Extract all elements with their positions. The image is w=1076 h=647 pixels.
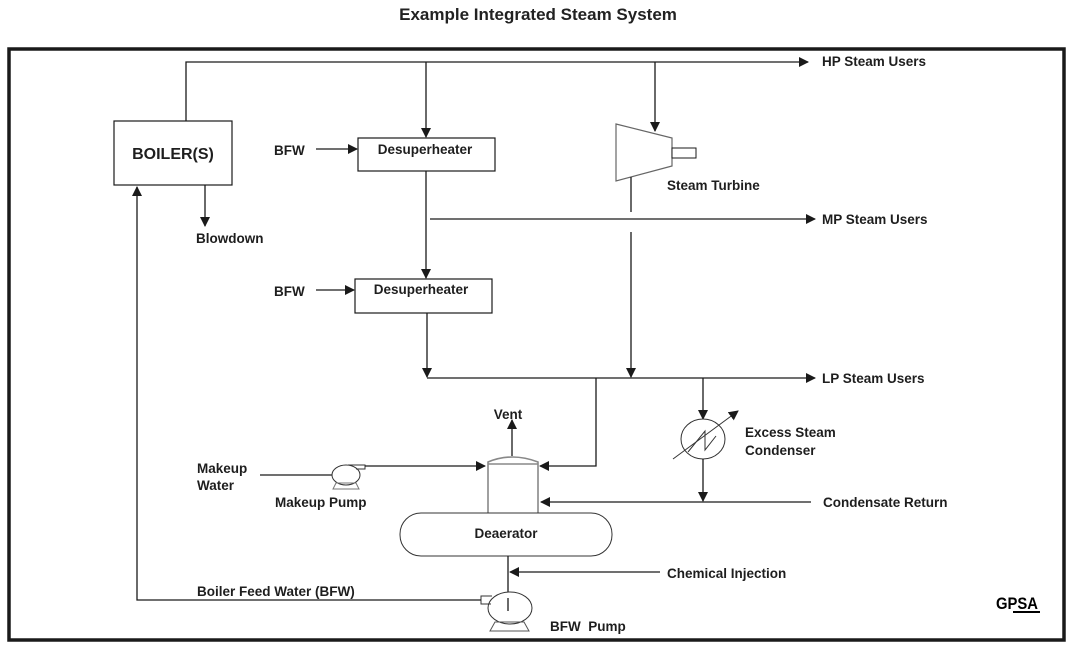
chemical-injection-label: Chemical Injection: [667, 566, 786, 581]
desuperheater-2-label: Desuperheater: [374, 282, 469, 297]
bfw-pump: [487, 591, 533, 625]
condenser-control-arrow: [672, 410, 739, 460]
boiler-label: BOILER(S): [132, 146, 214, 163]
blowdown-label: Blowdown: [196, 231, 264, 246]
makeup-water-label-line1: Makeup: [197, 461, 247, 476]
steam-turbine-label: Steam Turbine: [667, 178, 760, 193]
makeup-pump-base: [332, 482, 360, 490]
makeup-pump: [331, 464, 361, 486]
diagram-frame: [7, 47, 1066, 642]
makeup-pump-nozzle: [348, 464, 366, 470]
hp-steam-users-label: HP Steam Users: [822, 54, 926, 69]
bfw-pump-base: [489, 621, 530, 632]
bfw-1-label: BFW: [274, 143, 305, 158]
condenser-label-line1: Excess Steam: [745, 425, 836, 440]
boiler-feed-water-line: [132, 186, 481, 601]
boiler-box: [113, 120, 233, 186]
gpsa-logo-text: GPSA: [996, 594, 1038, 613]
desuperheater-1-label: Desuperheater: [378, 142, 473, 157]
mp-steam-users-label: MP Steam Users: [822, 212, 928, 227]
hp-steam-header: [185, 57, 809, 121]
vent-label: Vent: [494, 407, 523, 422]
lp-to-deaerator: [539, 378, 597, 471]
bfw-pump-label: BFW Pump: [550, 619, 626, 634]
boiler-feed-water-label: Boiler Feed Water (BFW): [197, 584, 355, 599]
condensate-return-label: Condensate Return: [823, 495, 948, 510]
desuperheater-2-box: [354, 278, 493, 314]
bfw-2-label: BFW: [274, 284, 305, 299]
condenser-label-line2: Condenser: [745, 443, 816, 458]
deaerator-column: [487, 456, 539, 514]
diagram-title: Example Integrated Steam System: [399, 5, 677, 24]
steam-turbine: [615, 123, 673, 182]
deaerator-drum: [399, 512, 613, 557]
makeup-water-label-line2: Water: [197, 478, 235, 493]
turbine-shaft: [671, 147, 697, 159]
gpsa-logo: GPSA: [996, 594, 1040, 613]
makeup-pump-label: Makeup Pump: [275, 495, 367, 510]
deaerator-label: Deaerator: [474, 526, 538, 541]
lp-steam-users-label: LP Steam Users: [822, 371, 925, 386]
